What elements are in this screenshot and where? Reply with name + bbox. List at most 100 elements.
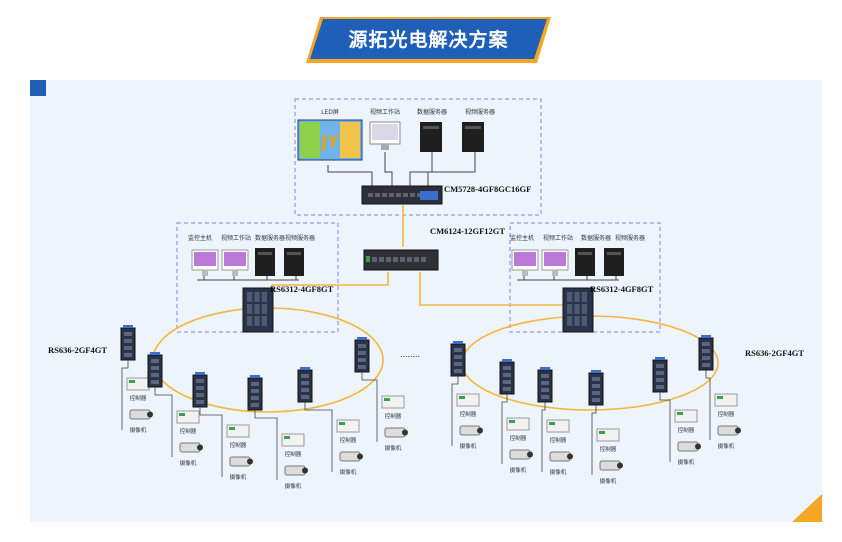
core-device-label: 视频服务器 [465, 108, 495, 116]
left-site-device-label: 视频工作站 [221, 234, 251, 242]
workstation-screen [372, 124, 398, 140]
switch-port [656, 364, 664, 368]
switch-port [196, 400, 204, 404]
controller-led [599, 431, 605, 434]
switch-port [124, 332, 132, 336]
camera-lens [357, 453, 363, 460]
left-site-device-label: 数据服务器 [255, 234, 285, 242]
core-device-link [409, 152, 433, 186]
controller-label: 控制器 [718, 410, 735, 418]
server-bay [607, 252, 621, 255]
controller-led [339, 422, 345, 425]
switch-port [421, 257, 426, 262]
camera-label: 摄像机 [600, 477, 617, 485]
switch-port [247, 292, 253, 302]
server-bay [258, 252, 272, 255]
edge-drop-line [304, 402, 333, 472]
switch-port [503, 373, 511, 377]
switch-port [581, 304, 587, 314]
controller-icon [226, 424, 250, 438]
switch-port [251, 403, 259, 407]
switch-port [389, 193, 394, 197]
right-site-device-label: 视频工作站 [543, 234, 573, 242]
switch-port [503, 366, 511, 370]
camera-label: 摄像机 [180, 459, 197, 467]
right-site-box [509, 222, 661, 333]
controller-led [459, 396, 465, 399]
switch-port [247, 316, 253, 326]
switch-port [375, 193, 380, 197]
switch-port [254, 316, 260, 326]
camera-label: 摄像机 [460, 442, 477, 450]
monitor-stand [522, 270, 528, 276]
switch-port [454, 369, 462, 373]
switch-port [358, 365, 366, 369]
switch-port [454, 362, 462, 366]
switch-port [254, 292, 260, 302]
switch-port [656, 385, 664, 389]
controller-label: 控制器 [285, 450, 302, 458]
switch-led [366, 256, 370, 262]
monitor-screen [194, 252, 216, 266]
left-site-device-label: 监控主机 [188, 234, 212, 242]
corner-mark-bottom-right [792, 494, 822, 522]
switch-port [414, 257, 419, 262]
controller-led [179, 413, 185, 416]
switch-port [386, 257, 391, 262]
switch-port [503, 387, 511, 391]
corner-mark-top-left [30, 80, 46, 96]
edge-drop-line [254, 410, 278, 480]
right-uplink [419, 272, 581, 306]
switch-port [251, 382, 259, 386]
switch-port [702, 363, 710, 367]
edge-switch-led [701, 335, 711, 338]
edge-switch-led [150, 352, 160, 355]
switch-port [196, 386, 204, 390]
switch-port [124, 353, 132, 357]
controller-icon [381, 395, 405, 409]
switch-port [261, 304, 267, 314]
switch-port [574, 316, 580, 326]
core-device-link [427, 152, 476, 186]
led-screen-text: JY [320, 132, 339, 151]
controller-led [129, 380, 135, 383]
monitor-screen [514, 252, 536, 266]
edge-drop-line [154, 387, 173, 457]
switch-port [124, 346, 132, 350]
camera-label: 摄像机 [285, 482, 302, 490]
switch-port [358, 351, 366, 355]
switch-port [503, 380, 511, 384]
core-switch-model: CM5728-4GF8GC16GF [444, 184, 531, 194]
camera-lens [527, 451, 533, 458]
edge-switch-led [655, 357, 665, 360]
server-bay [465, 126, 481, 129]
controller-icon [506, 417, 530, 431]
camera-label: 摄像机 [678, 458, 695, 466]
camera-label: 摄像机 [385, 444, 402, 452]
controller-label: 控制器 [180, 427, 197, 435]
switch-port [247, 304, 253, 314]
core-device-link [327, 165, 373, 186]
switch-port [358, 344, 366, 348]
controller-icon [126, 377, 150, 391]
monitor-stand [552, 270, 558, 276]
switch-sfp-ports [420, 191, 438, 200]
edge-switch-led [453, 341, 463, 344]
switch-port [407, 257, 412, 262]
controller-led [677, 412, 683, 415]
switch-port [702, 356, 710, 360]
controller-icon [176, 410, 200, 424]
edge-switch-led [195, 372, 205, 375]
switch-port [702, 349, 710, 353]
switch-port [417, 193, 422, 197]
controller-led [284, 436, 290, 439]
edge-switch-led [502, 359, 512, 362]
controller-label: 控制器 [600, 445, 617, 453]
switch-port [196, 393, 204, 397]
switch-port [656, 378, 664, 382]
switch-port [379, 257, 384, 262]
switch-port [592, 398, 600, 402]
switch-port [592, 377, 600, 381]
controller-led [229, 427, 235, 430]
